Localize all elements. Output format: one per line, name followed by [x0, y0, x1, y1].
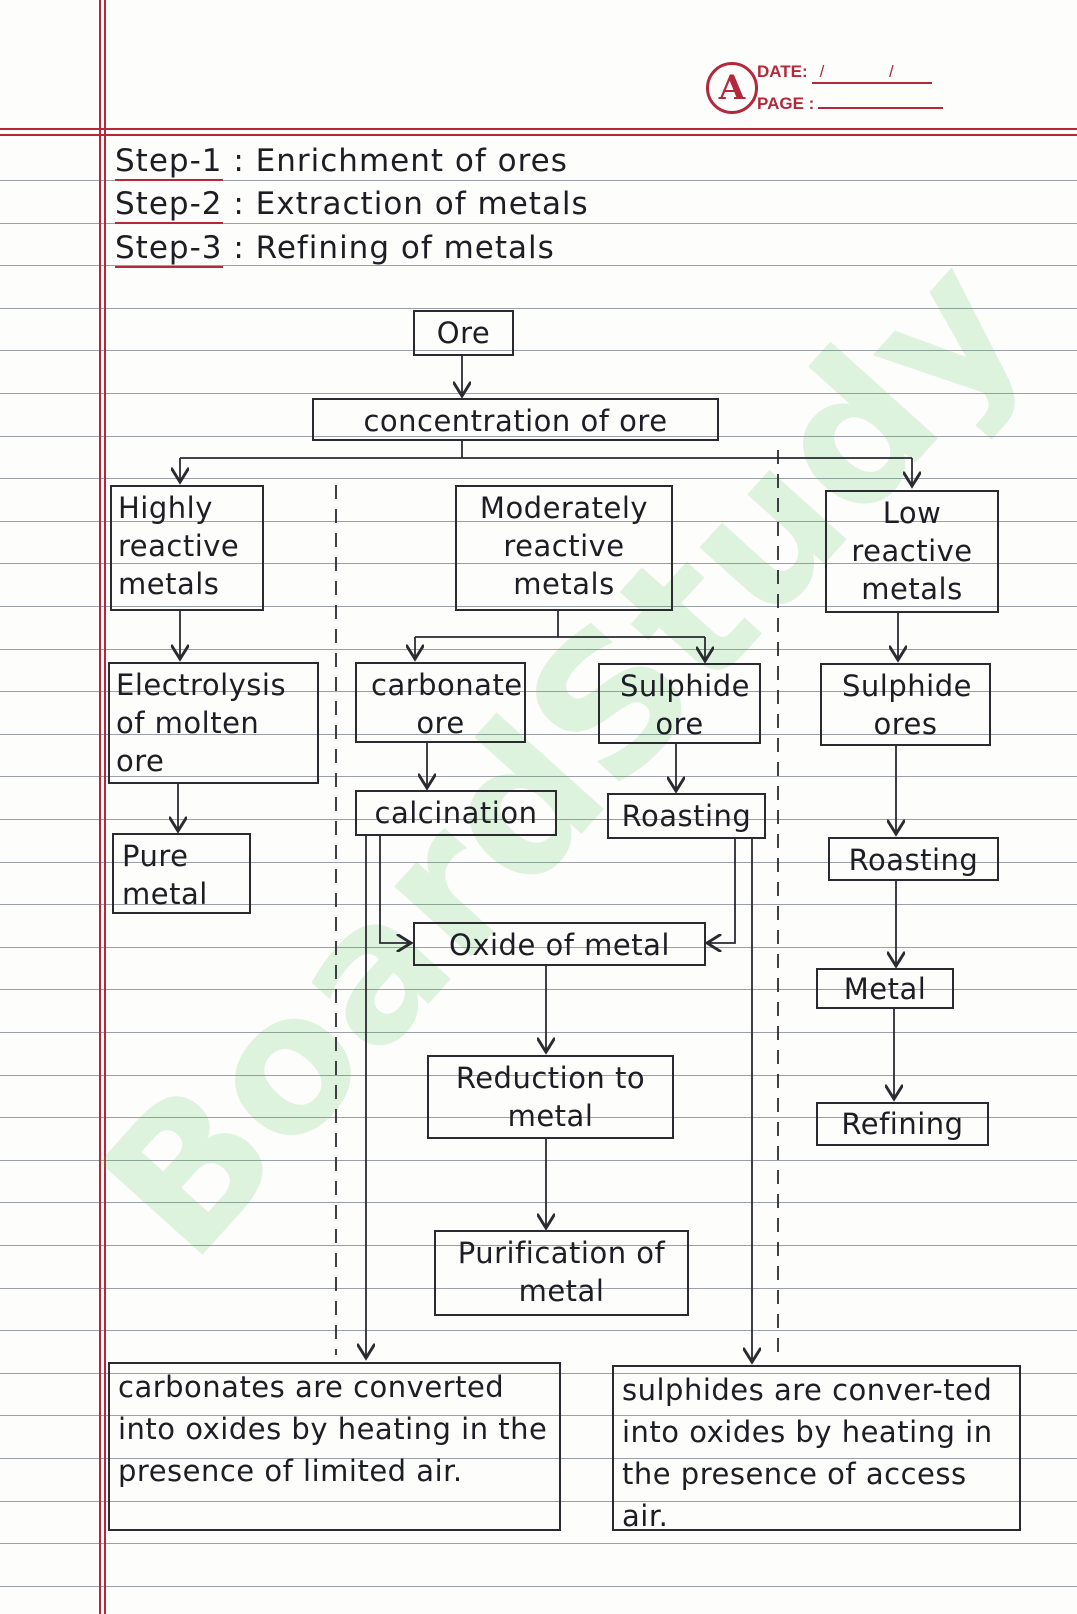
ruled-line [0, 521, 1077, 522]
ruled-line [0, 1330, 1077, 1331]
arrow [379, 836, 411, 943]
ruled-line [0, 862, 1077, 863]
node-roasting-low: Roasting [828, 837, 999, 881]
ruled-line [0, 1543, 1077, 1544]
margin-line [99, 0, 101, 1614]
node-pure-metal: Pure metal [112, 833, 251, 914]
ruled-line [0, 478, 1077, 479]
ruled-line [0, 1202, 1077, 1203]
ruled-line [0, 223, 1077, 224]
node-metal: Metal [816, 968, 954, 1009]
header-line [0, 134, 1077, 136]
ruled-line [0, 734, 1077, 735]
ruled-line [0, 1160, 1077, 1161]
ruled-line [0, 691, 1077, 692]
ruled-line [0, 393, 1077, 394]
ruled-line [0, 947, 1077, 948]
ruled-line [0, 180, 1077, 181]
step-row: Step-2 : Extraction of metals [115, 186, 589, 224]
ruled-line [0, 1288, 1077, 1289]
node-reduction: Reduction to metal [427, 1055, 674, 1139]
node-electrolysis: Electrolysis of molten ore [108, 662, 319, 784]
date-value: / / [811, 62, 932, 84]
note-carbonates: carbonates are converted into oxides by … [108, 1362, 561, 1531]
ruled-line [0, 989, 1077, 990]
node-oxide-of-metal: Oxide of metal [413, 922, 706, 966]
arrow [707, 839, 736, 943]
node-purification: Purification of metal [434, 1230, 689, 1316]
ruled-line [0, 819, 1077, 820]
page-field: PAGE : [757, 94, 944, 114]
node-carbonate-ore: carbonate ore [355, 662, 526, 743]
ruled-line [0, 1501, 1077, 1502]
ruled-line [0, 1586, 1077, 1587]
node-refining: Refining [816, 1102, 989, 1146]
ruled-line [0, 265, 1077, 266]
ruled-line [0, 776, 1077, 777]
ruled-line [0, 649, 1077, 650]
node-low-reactive: Low reactive metals [825, 490, 999, 613]
ruled-line [0, 1245, 1077, 1246]
ruled-line [0, 1075, 1077, 1076]
ruled-line [0, 436, 1077, 437]
ruled-line [0, 1458, 1077, 1459]
ruled-line [0, 1373, 1077, 1374]
brand-logo: A [706, 62, 758, 114]
step-row: Step-1 : Enrichment of ores [115, 143, 568, 181]
ruled-line [0, 563, 1077, 564]
ruled-line [0, 308, 1077, 309]
node-concentration: concentration of ore [312, 398, 719, 441]
node-calcination: calcination [355, 790, 557, 836]
ruled-line [0, 350, 1077, 351]
note-sulphides: sulphides are conver-ted into oxides by … [612, 1365, 1021, 1533]
ruled-line [0, 1032, 1077, 1033]
node-roasting: Roasting [607, 793, 766, 839]
node-moderately-reactive: Moderately reactive metals [455, 485, 673, 611]
ruled-line [0, 904, 1077, 905]
ruled-line [0, 1415, 1077, 1416]
header-line [0, 128, 1077, 130]
step-row: Step-3 : Refining of metals [115, 230, 555, 268]
node-sulphide-ore: Sulphide ore [598, 663, 761, 744]
margin-line [104, 0, 106, 1614]
ruled-line [0, 606, 1077, 607]
node-sulphide-ores: Sulphide ores [820, 663, 991, 746]
node-ore: Ore [413, 310, 514, 356]
ruled-line [0, 1117, 1077, 1118]
date-field: DATE:/ / [757, 62, 932, 84]
node-highly-reactive: Highly reactive metals [110, 485, 264, 611]
